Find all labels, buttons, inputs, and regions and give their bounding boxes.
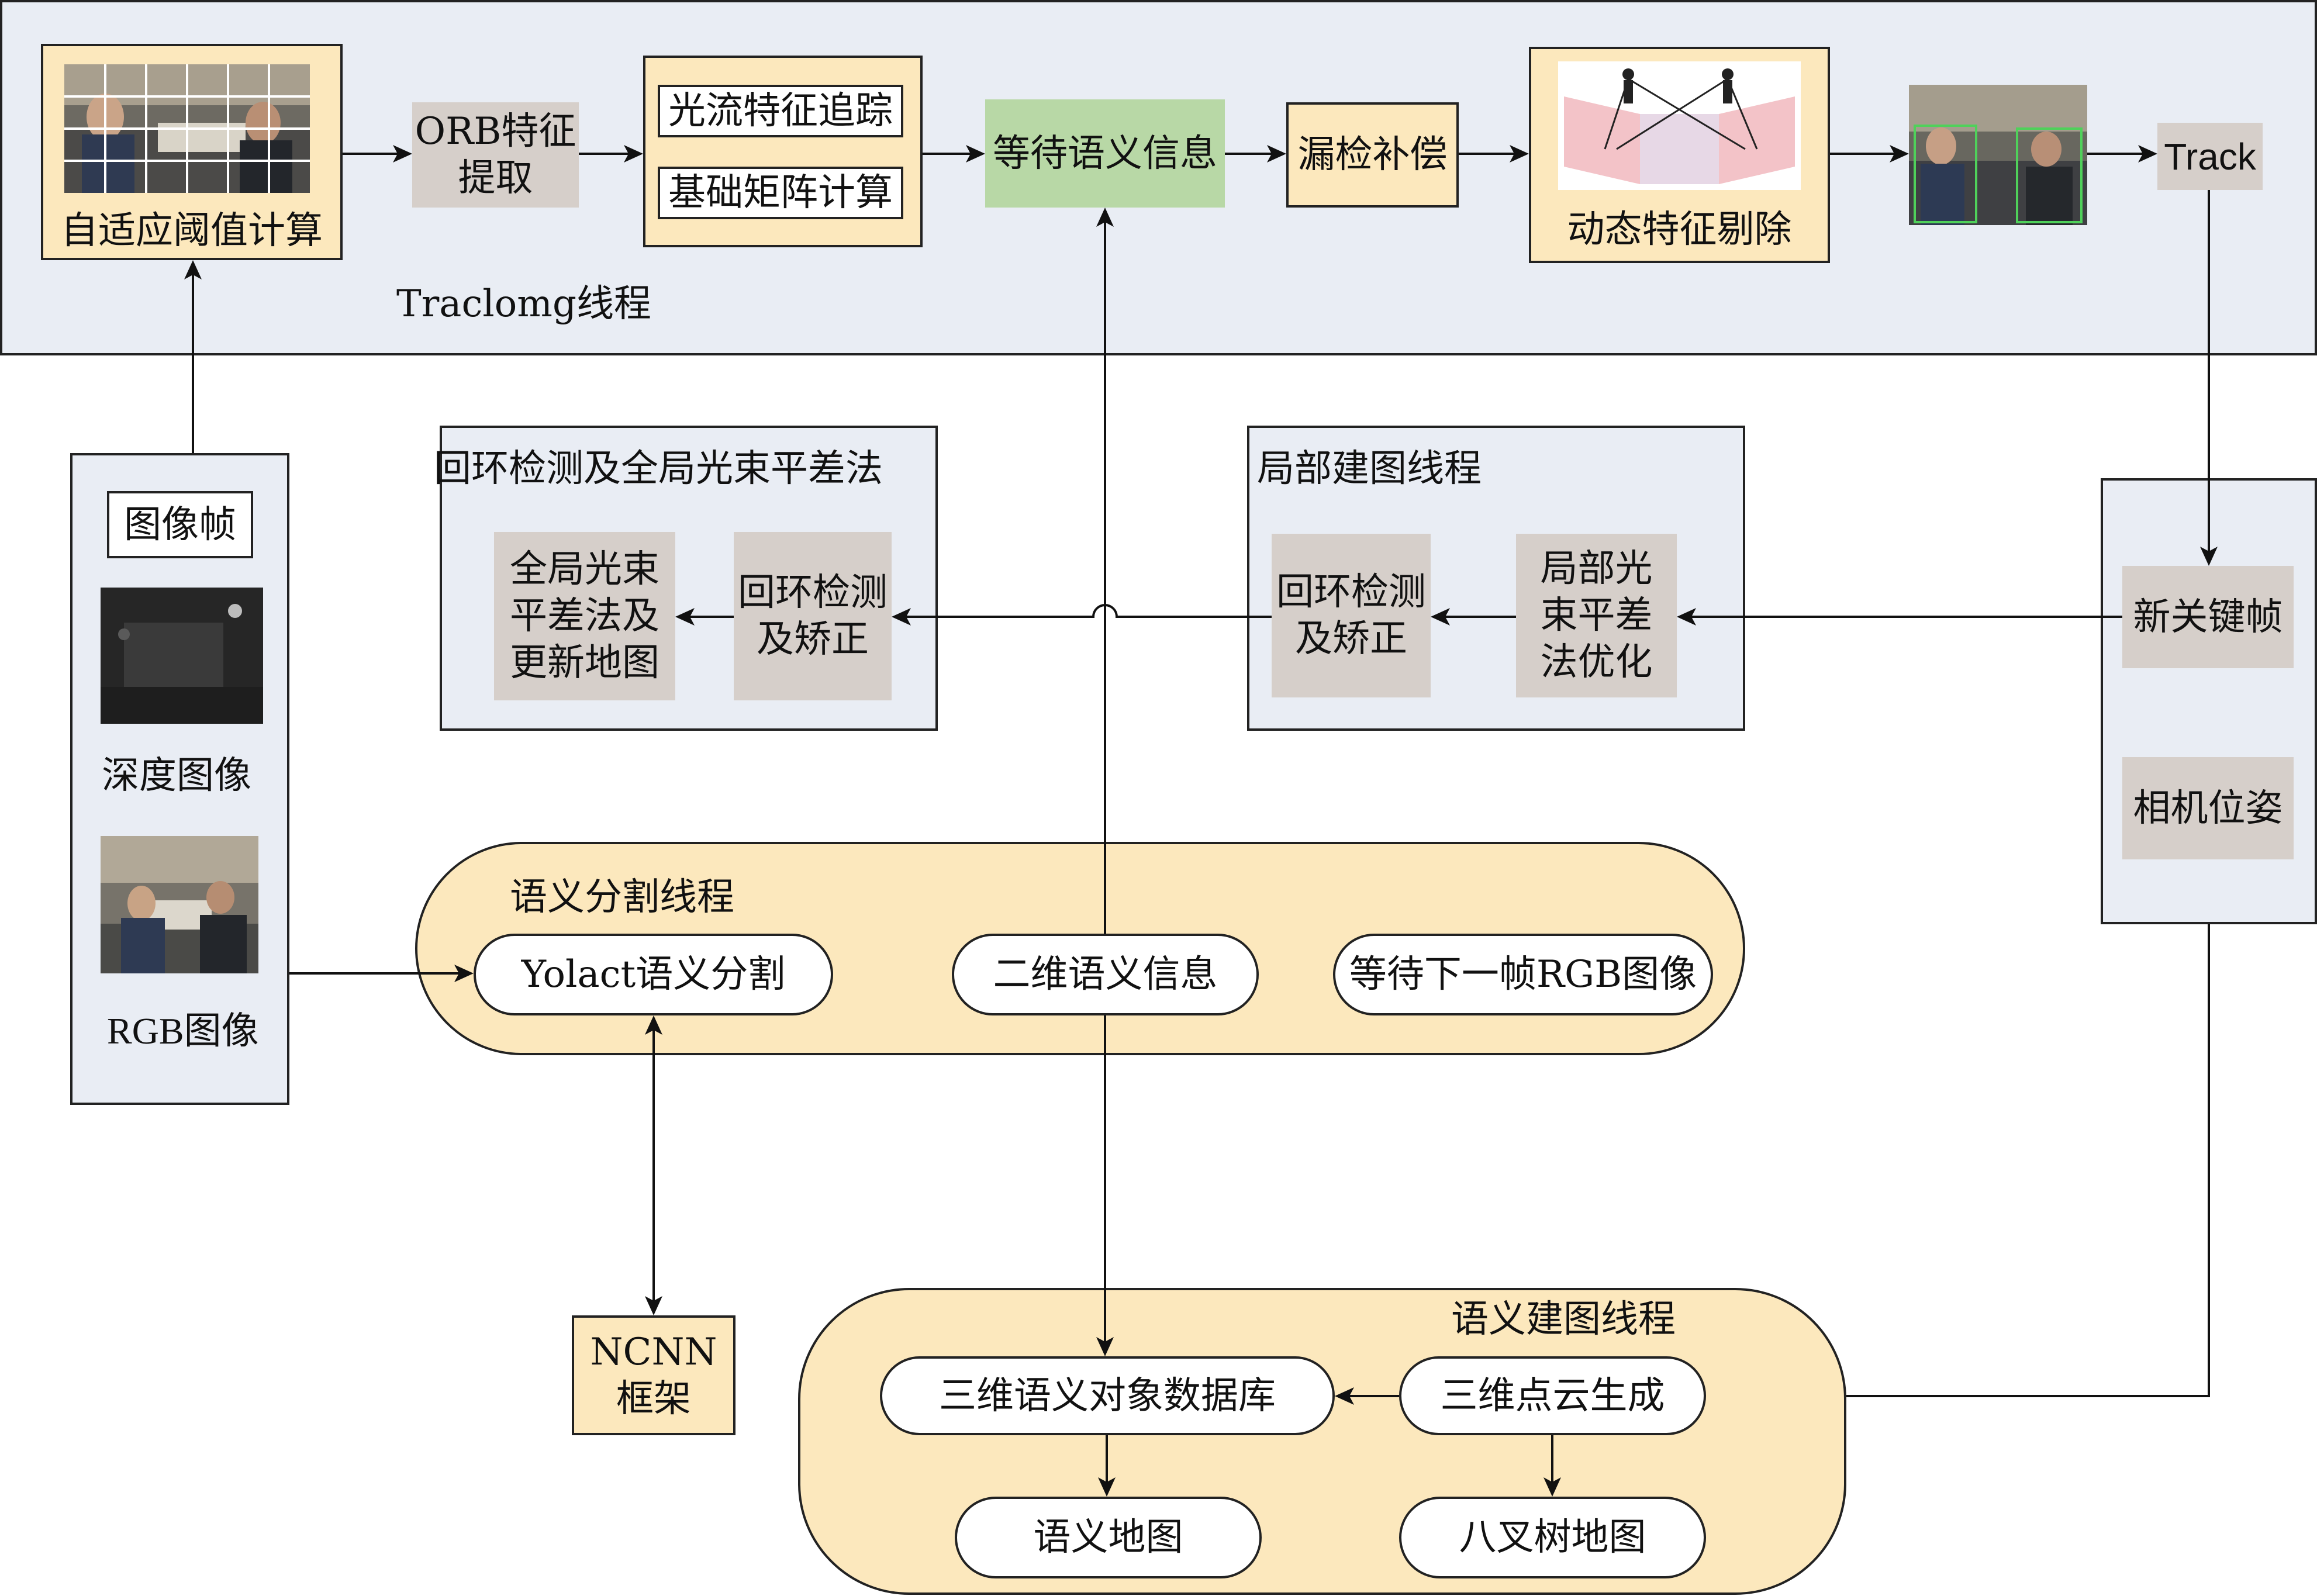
loop-correction-box-2: 回环检测 及矫正	[1272, 534, 1431, 697]
ncnn-box: NCNN 框架	[572, 1315, 735, 1435]
head-flow	[624, 145, 643, 163]
arrow-loop2-to-loop1	[895, 604, 1272, 618]
head-yolact-up	[645, 1015, 662, 1035]
dynamic-geometry-image	[1558, 61, 1801, 190]
wait-semantic-box: 等待语义信息	[985, 99, 1225, 208]
head-loop2	[1431, 608, 1450, 626]
loop-ba-label: 回环检测及全局光束平差法	[434, 447, 883, 490]
global-ba-box: 全局光束 平差法及 更新地图	[494, 532, 675, 700]
head-ncnn-down	[645, 1296, 662, 1315]
head-semanticmap	[1098, 1477, 1116, 1497]
head-track	[2138, 145, 2157, 163]
head-result	[1890, 145, 1909, 163]
semantic-2d-pill: 二维语义信息	[952, 934, 1259, 1015]
octree-map-pill: 八叉树地图	[1399, 1497, 1706, 1578]
line-pose-to-mapping	[1846, 924, 2210, 1397]
point-cloud-pill: 三维点云生成	[1399, 1356, 1706, 1435]
segmentation-lane-label: 语义分割线程	[510, 876, 734, 919]
rgb-image-label: RGB图像	[107, 1010, 259, 1052]
object-db-pill: 三维语义对象数据库	[880, 1356, 1335, 1435]
depth-image	[101, 588, 263, 724]
image-frame-title: 图像帧	[107, 491, 253, 558]
head-dynamic	[1510, 145, 1529, 163]
dynamic-removal-label: 动态特征剔除	[1567, 208, 1792, 251]
head-keyframe	[2200, 547, 2218, 566]
optical-flow-box: 光流特征追踪	[658, 85, 903, 137]
result-image	[1909, 85, 2087, 225]
track-box: Track	[2157, 123, 2263, 190]
head-adaptive	[184, 260, 202, 279]
depth-image-label: 深度图像	[102, 754, 251, 797]
head-orb	[393, 145, 412, 163]
yolact-pill: Yolact语义分割	[474, 934, 833, 1015]
local-ba-box: 局部光 束平差 法优化	[1516, 534, 1677, 697]
tracking-thread-label: Traclomg线程	[396, 282, 651, 326]
head-loop1	[892, 608, 911, 626]
head-wait-up	[1096, 208, 1114, 227]
head-yolact	[454, 965, 474, 982]
head-objectdb-left	[1335, 1387, 1354, 1405]
semantic-map-pill: 语义地图	[955, 1497, 1262, 1578]
local-mapping-label: 局部建图线程	[1257, 447, 1482, 490]
head-objectdb-down	[1096, 1337, 1114, 1356]
loop-correction-box-1: 回环检测 及矫正	[734, 532, 892, 700]
orb-feature-box: ORB特征 提取	[412, 102, 579, 208]
new-keyframe-box: 新关键帧	[2122, 566, 2294, 668]
wait-next-frame-pill: 等待下一帧RGB图像	[1333, 934, 1713, 1015]
head-localba	[1677, 608, 1696, 626]
input-frames-panel	[70, 453, 289, 1105]
missed-detection-box: 漏检补偿	[1286, 102, 1459, 208]
head-missed	[1267, 145, 1286, 163]
head-globalba	[675, 608, 695, 626]
head-wait	[966, 145, 985, 163]
rgb-image	[101, 836, 258, 973]
camera-pose-box: 相机位姿	[2122, 757, 2294, 859]
mapping-lane-label: 语义建图线程	[1451, 1298, 1676, 1341]
head-octree	[1543, 1477, 1561, 1497]
tracking-grid-image	[64, 64, 310, 193]
adaptive-threshold-label: 自适应阈值计算	[61, 209, 323, 253]
fundamental-matrix-box: 基础矩阵计算	[658, 167, 903, 219]
